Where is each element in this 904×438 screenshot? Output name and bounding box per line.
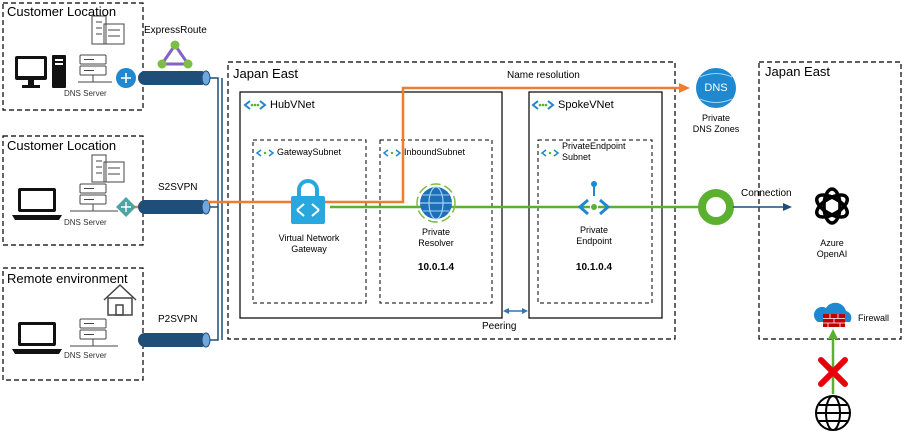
expressroute-icon	[157, 40, 193, 69]
private-endpoint-ip: 10.1.0.4	[575, 262, 613, 273]
private-endpoint-label-line1: Private	[579, 225, 609, 235]
firewall-label: Firewall	[858, 313, 890, 323]
subnet-icon	[382, 149, 402, 157]
private-dns-zones-label-line1: Private	[701, 113, 731, 123]
customer-location-1-title: Customer Location	[7, 4, 117, 19]
remote-environment-title: Remote environment	[7, 271, 128, 286]
connection-label: Connection	[741, 188, 792, 199]
dns-server-icon	[70, 318, 118, 347]
japan-east-main-title: Japan East	[233, 66, 299, 81]
dns-icon-text: DNS	[704, 82, 728, 94]
vnet-gateway-label-line2: Gateway	[291, 244, 327, 254]
inbound-subnet-box	[379, 139, 493, 304]
blocked-x-icon	[818, 357, 848, 387]
inbound-subnet-title: InboundSubnet	[404, 147, 466, 157]
japan-east-right-title: Japan East	[765, 64, 831, 79]
dns-server-label: DNS Server	[64, 89, 107, 98]
s2svpn-label: S2SVPN	[158, 182, 198, 193]
internet-globe-icon	[815, 395, 851, 431]
customer-location-2-title: Customer Location	[7, 138, 117, 153]
office-building-icon	[91, 15, 125, 45]
connection-ring	[698, 189, 734, 225]
dns-server-label: DNS Server	[64, 218, 107, 227]
p2svpn-pipe	[138, 332, 211, 348]
dns-server-icon	[70, 183, 118, 212]
vnet-icon	[243, 100, 267, 110]
customer-location-1-box	[2, 2, 144, 111]
peering-arrow	[503, 308, 528, 314]
firewall-icon	[813, 302, 852, 327]
vpn-device-icon	[116, 197, 136, 217]
azure-openai-label-line2: OpenAI	[816, 249, 848, 259]
japan-east-right-box	[758, 61, 902, 340]
internet-arrowhead	[828, 329, 838, 339]
private-endpoint-subnet-title-line1: PrivateEndpoint	[562, 141, 626, 151]
remote-environment-box	[2, 267, 144, 381]
desktop-computer-icon	[15, 55, 66, 88]
p2svpn-label: P2SVPN	[158, 314, 198, 325]
private-endpoint-label-line2: Endpoint	[576, 236, 612, 246]
vnet-icon	[531, 100, 555, 110]
vnet-gateway-label-line1: Virtual Network	[278, 233, 340, 243]
japan-east-main-box	[227, 61, 676, 340]
router-icon	[116, 68, 136, 88]
subnet-icon	[540, 149, 560, 157]
name-resolution-label: Name resolution	[507, 70, 580, 81]
hub-vnet-title: HubVNet	[270, 99, 315, 111]
dns-server-icon	[78, 54, 112, 83]
private-resolver-ip: 10.0.1.4	[417, 262, 455, 273]
private-dns-zones-label-line2: DNS Zones	[692, 124, 740, 134]
gateway-subnet-box	[252, 139, 367, 304]
office-building-icon	[91, 154, 125, 183]
private-endpoint-subnet-box	[537, 139, 653, 304]
spoke-vnet-box	[528, 91, 663, 319]
house-icon	[103, 283, 137, 316]
spoke-vnet-title: SpokeVNet	[558, 99, 614, 111]
dns-server-label: DNS Server	[64, 351, 107, 360]
laptop-icon	[12, 322, 62, 354]
private-endpoint-icon	[577, 181, 611, 216]
private-resolver-label-line2: Resolver	[418, 238, 454, 248]
subnet-icon	[255, 149, 275, 157]
gateway-subnet-title: GatewaySubnet	[277, 147, 342, 157]
azure-openai-label-line1: Azure	[820, 238, 844, 248]
private-resolver-label-line1: Private	[421, 227, 451, 237]
name-resolution-arrowhead	[679, 83, 690, 93]
connection-arrowhead	[783, 203, 792, 211]
customer-location-2-box	[2, 135, 144, 246]
expressroute-pipe	[138, 70, 211, 86]
private-resolver-icon	[416, 183, 456, 223]
private-endpoint-subnet-title-line2: Subnet	[562, 152, 591, 162]
openai-icon	[814, 187, 850, 225]
peering-label: Peering	[482, 321, 517, 332]
expressroute-label: ExpressRoute	[144, 25, 207, 36]
private-dns-zone-icon	[696, 68, 736, 108]
virtual-network-gateway-icon	[291, 179, 325, 224]
laptop-icon	[12, 188, 62, 220]
hub-vnet-box	[239, 91, 503, 319]
s2svpn-pipe	[138, 199, 211, 215]
